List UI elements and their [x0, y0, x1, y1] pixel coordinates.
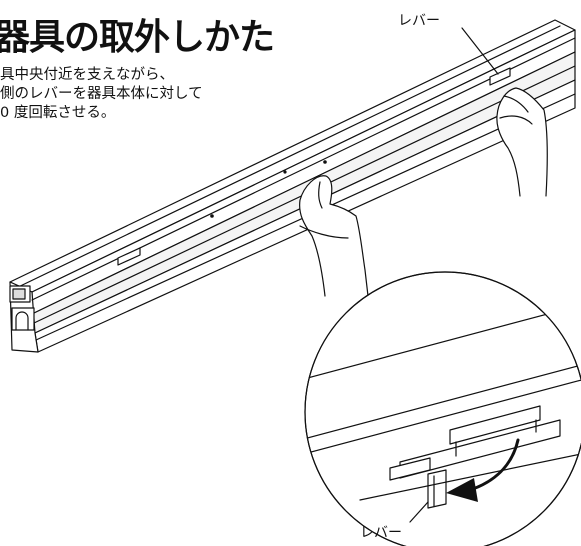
instruction-line-2: 側のレバーを器具本体に対して — [0, 86, 203, 102]
detail-magnified-view — [304, 271, 581, 546]
page-title: 器具の取外しかた — [0, 17, 275, 58]
lever-label-top: レバー — [398, 13, 440, 29]
center-hand — [299, 175, 369, 297]
instruction-line-1: 具中央付近を支えながら、 — [0, 67, 174, 83]
lever-leader-bottom — [409, 501, 429, 523]
lever-leader-top — [461, 27, 499, 75]
rotation-arrow — [446, 438, 520, 502]
right-hand — [496, 87, 548, 197]
instruction-text: 具中央付近を支えながら、 側のレバーを器具本体に対して 0 度回転させる。 — [0, 66, 203, 123]
instruction-line-3: 0 度回転させる。 — [0, 105, 116, 121]
lever-label-bottom: レバー — [360, 525, 402, 541]
